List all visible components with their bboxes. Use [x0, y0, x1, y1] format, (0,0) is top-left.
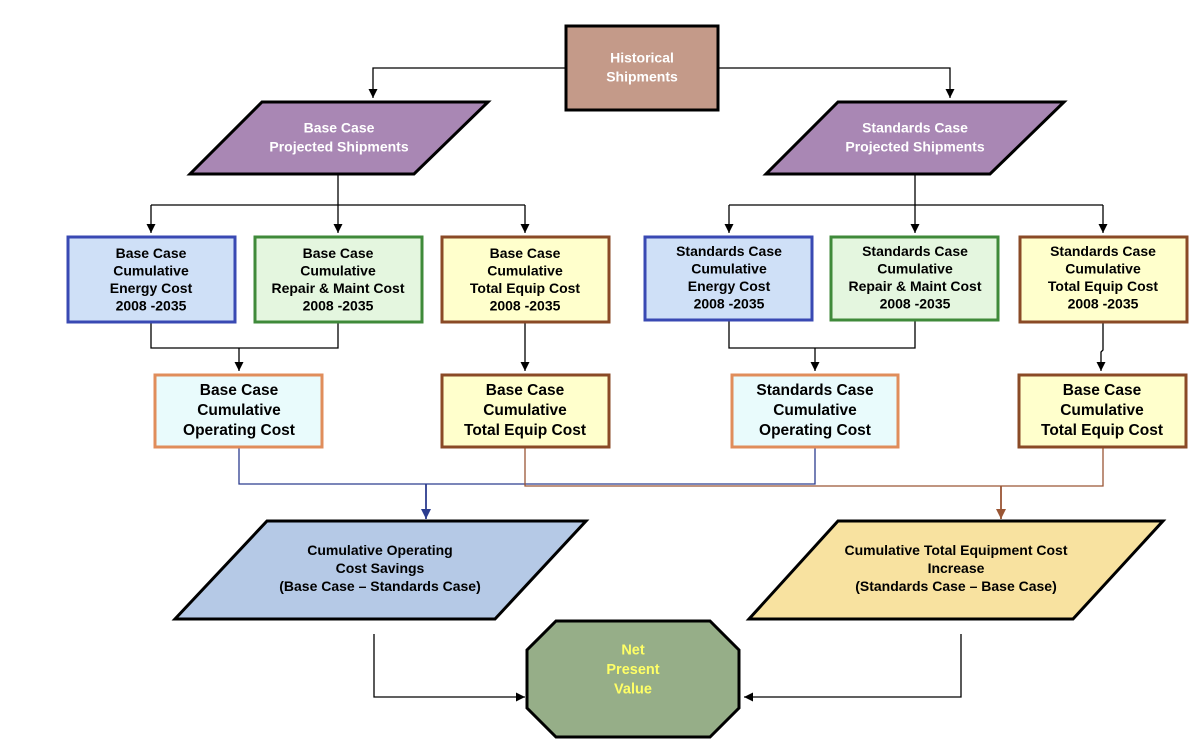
label-line: Standards Case [676, 242, 782, 258]
label-line: Present [606, 662, 659, 678]
std-cumulative-total-equip-box [1017, 373, 1188, 449]
label-line: 2008 -2035 [116, 297, 187, 313]
base-total-equip-cost-box [440, 235, 611, 324]
label-line: Operating Cost [759, 422, 871, 439]
label-line: 2008 -2035 [490, 297, 561, 313]
label-line: Cumulative [877, 260, 953, 276]
label-line: Standards Case [756, 382, 874, 399]
connector-operating-to-savings [238, 448, 816, 485]
label-line: Shipments [606, 68, 678, 84]
std-operating-cost-box [730, 373, 900, 449]
label-line: Standards Case [862, 242, 968, 258]
label-line: Cumulative [197, 402, 281, 419]
std-repair-maint-cost-box [829, 235, 1000, 322]
label-line: Repair & Maint Cost [271, 279, 404, 295]
label-line: Cumulative [773, 402, 857, 419]
connector-equip-to-increase [524, 448, 1104, 487]
label-line: Energy Cost [688, 277, 771, 293]
label-line: Total Equip Cost [1041, 422, 1163, 439]
base-repair-maint-cost-box [253, 235, 424, 324]
label-line: Cumulative [1060, 402, 1144, 419]
connector-base-energy-repair-merge [150, 323, 339, 349]
label-line: Base Case [303, 244, 374, 260]
label-line: Repair & Maint Cost [848, 277, 981, 293]
label-line: 2008 -2035 [694, 295, 765, 311]
base-energy-cost-box [66, 235, 237, 324]
label-line: 2008 -2035 [880, 295, 951, 311]
label-line: 2008 -2035 [303, 297, 374, 313]
label-line: Total Equip Cost [464, 422, 586, 439]
connector-std-energy-repair-merge [728, 321, 916, 349]
label-line: Value [614, 681, 652, 697]
label-line: Energy Cost [110, 279, 193, 295]
label-line: (Base Case – Standards Case) [279, 578, 481, 594]
net-present-value-octagon [525, 619, 741, 739]
label-line: Total Equip Cost [1048, 277, 1159, 293]
label-line: Cumulative Total Equipment Cost [845, 542, 1068, 558]
label-line: Historical [610, 49, 674, 65]
label-line: Base Case [200, 382, 279, 399]
label-line: Cumulative [113, 262, 189, 278]
label-line: (Standards Case – Base Case) [855, 578, 1057, 594]
arrow-increase-to-npv [744, 634, 962, 702]
label-line: Net [621, 642, 645, 658]
arrow-savings-to-npv [373, 634, 525, 702]
arrow-historical-to-std-projected [718, 67, 955, 98]
arrow-historical-to-base-projected [368, 67, 565, 98]
std-total-equip-cost-box [1018, 235, 1189, 324]
operating-cost-savings-shape [171, 519, 590, 621]
label-line: Operating Cost [183, 422, 295, 439]
label-line: Base Case [486, 382, 565, 399]
base-operating-cost-box [153, 373, 324, 449]
label-line: Cumulative [483, 402, 567, 419]
label-line: Cumulative [1065, 260, 1141, 276]
base-cumulative-total-equip-box [440, 373, 611, 449]
label-line: Cumulative [300, 262, 376, 278]
label-line: Cumulative [691, 260, 767, 276]
std-energy-cost-box [643, 235, 814, 322]
label-line: Standards Case [862, 119, 968, 135]
label-line: Total Equip Cost [470, 279, 581, 295]
label-line: Base Case [304, 119, 375, 135]
total-equipment-cost-increase-shape [745, 519, 1167, 621]
base-projected-shipments-shape [186, 100, 492, 176]
std-projected-shipments-shape [762, 100, 1068, 176]
label-line: Projected Shipments [269, 138, 408, 154]
label-line: Base Case [116, 244, 187, 260]
label-line: Cost Savings [336, 560, 425, 576]
historical-shipments-box [564, 24, 720, 112]
label-line: Base Case [490, 244, 561, 260]
label-line: Cumulative Operating [307, 542, 452, 558]
label-line: Base Case [1063, 382, 1142, 399]
label-line: Standards Case [1050, 242, 1156, 258]
arrow-to-std-total-equip [1096, 323, 1106, 371]
label-line: 2008 -2035 [1068, 295, 1139, 311]
label-line: Projected Shipments [845, 138, 984, 154]
label-line: Cumulative [487, 262, 563, 278]
label-line: Increase [928, 560, 985, 576]
